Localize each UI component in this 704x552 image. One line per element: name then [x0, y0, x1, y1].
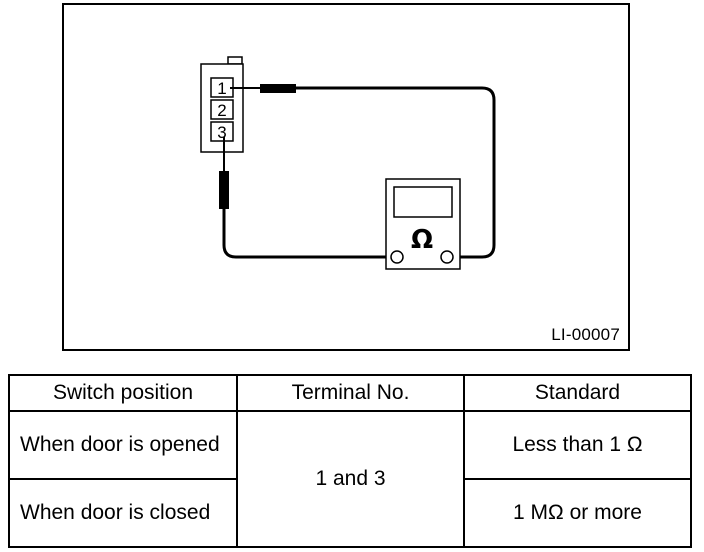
figure-id-label: LI-00007	[551, 325, 620, 344]
terminal-2-cell	[210, 99, 234, 120]
circuit-svg: 1 2 3 Ω	[200, 56, 496, 270]
terminal-2-label: 2	[217, 101, 226, 120]
circuit-diagram: 1 2 3 Ω LI-00007	[62, 3, 630, 351]
header-standard: Standard	[463, 374, 692, 412]
inspection-table: Switch position Terminal No. Standard Wh…	[8, 374, 692, 548]
table-row: When door is closed 1 MΩ or more	[8, 478, 692, 548]
switch-position-cell: When door is opened	[8, 410, 238, 480]
header-terminal-no: Terminal No.	[236, 374, 465, 412]
header-switch-position: Switch position	[8, 374, 238, 412]
standard-cell: 1 MΩ or more	[463, 478, 692, 548]
terminal-3-cell	[210, 121, 234, 142]
switch-position-cell: When door is closed	[8, 478, 238, 548]
door-switch-connector: 1 2 3	[200, 56, 244, 153]
probe-lead-negative	[219, 137, 392, 259]
standard-cell: Less than 1 Ω	[463, 410, 692, 480]
ohmmeter: Ω	[385, 178, 461, 270]
table-row: When door is opened 1 and 3 Less than 1 …	[8, 410, 692, 548]
terminal-3-label: 3	[217, 123, 226, 142]
ohm-symbol: Ω	[411, 225, 433, 255]
table-header-row: Switch position Terminal No. Standard	[8, 374, 692, 412]
terminal-cell: 1 and 3	[236, 410, 465, 548]
meter-terminal-left	[390, 250, 404, 264]
meter-terminal-right	[440, 250, 454, 264]
probe-lead-positive	[230, 84, 496, 259]
meter-display	[393, 186, 453, 218]
terminal-1-label: 1	[217, 79, 226, 98]
